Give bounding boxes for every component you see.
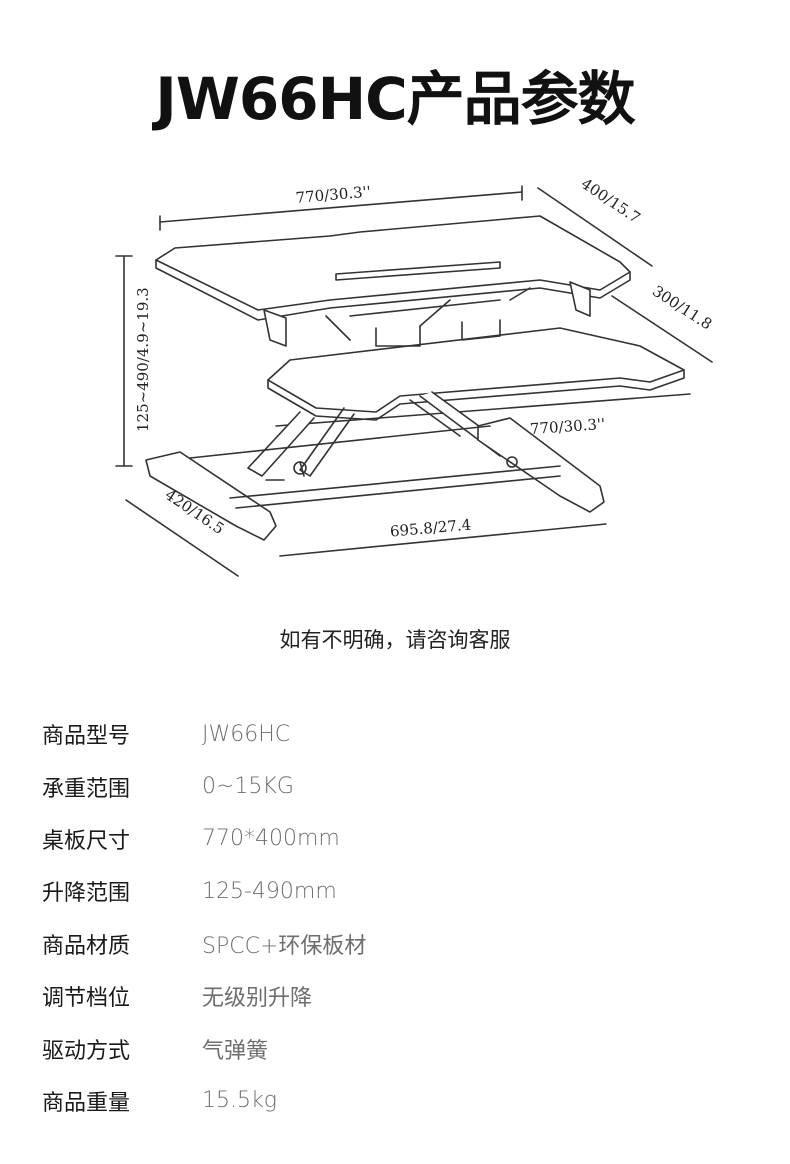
dim-base-width-label: 695.8/27.4 — [389, 516, 472, 541]
spec-value: JW66HC — [202, 721, 291, 747]
dim-height-label: 125~490/4.9~19.3 — [134, 287, 152, 432]
dim-line-top-width — [159, 191, 523, 223]
desktop-surface — [155, 215, 631, 311]
dim-line-keyboard-depth — [611, 295, 713, 363]
spec-row: 桌板尺寸 770*400mm — [42, 813, 742, 865]
dim-line-top-depth — [537, 187, 653, 267]
product-dimension-diagram: 770/30.3'' 400/15.7 300/11.8 770/30.3'' … — [0, 150, 790, 590]
spec-row: 升降范围 125-490mm — [42, 865, 742, 917]
spec-label: 驱动方式 — [42, 1038, 131, 1064]
spec-value: 125-490mm — [202, 878, 337, 904]
spec-label: 承重范围 — [42, 776, 131, 802]
page-title: JW66HC产品参数 — [155, 65, 635, 133]
spec-value: 0~15KG — [202, 774, 294, 800]
dim-top-depth-label: 400/15.7 — [578, 175, 644, 227]
spec-row: 调节档位 无级别升降 — [42, 970, 742, 1022]
contact-note: 如有不明确，请咨询客服 — [279, 628, 511, 652]
dim-line-base-width — [279, 523, 607, 557]
spec-label: 桌板尺寸 — [42, 828, 131, 854]
spec-row: 驱动方式 气弹簧 — [42, 1022, 742, 1074]
dim-top-width-label: 770/30.3'' — [295, 182, 372, 206]
spec-label: 升降范围 — [42, 881, 131, 907]
desk-drawing: 770/30.3'' 400/15.7 300/11.8 770/30.3'' … — [115, 175, 715, 577]
spec-value: 气弹簧 — [202, 1038, 269, 1064]
spec-value: 770*400mm — [202, 826, 340, 852]
spec-label: 商品重量 — [42, 1090, 131, 1116]
spec-label: 商品材质 — [42, 933, 131, 959]
spec-row: 商品型号 JW66HC — [42, 708, 742, 760]
spec-label: 调节档位 — [42, 986, 131, 1012]
base-right-foot — [477, 417, 605, 513]
dim-line-keyboard-width — [275, 393, 691, 427]
spec-row: 商品材质 SPCC+环保板材 — [42, 918, 742, 970]
base-left-foot — [145, 451, 277, 541]
spec-label: 商品型号 — [42, 724, 131, 750]
spec-row: 承重范围 0~15KG — [42, 760, 742, 812]
spec-value: 无级别升降 — [202, 986, 313, 1012]
spec-row: 商品重量 15.5kg — [42, 1075, 742, 1127]
spec-table: 商品型号 JW66HC 承重范围 0~15KG 桌板尺寸 770*400mm 升降范围… — [42, 708, 742, 1127]
dim-line-base-depth — [125, 499, 239, 577]
dim-keyboard-depth-label: 300/11.8 — [649, 282, 715, 334]
spec-value: 15.5kg — [202, 1088, 277, 1114]
spec-value: SPCC+环保板材 — [202, 933, 367, 959]
dim-keyboard-width-label: 770/30.3'' — [529, 415, 605, 438]
